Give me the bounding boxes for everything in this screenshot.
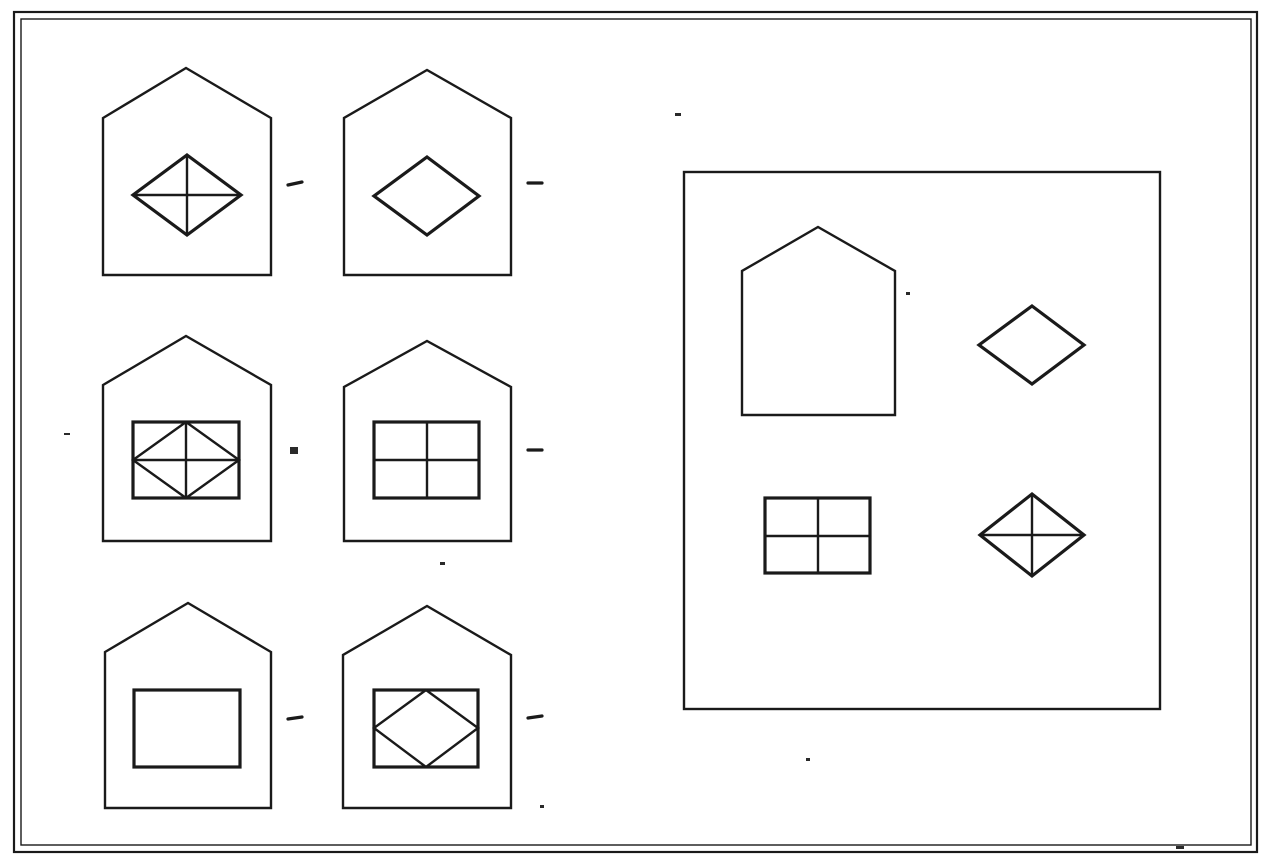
inner-frame-line	[21, 19, 1251, 845]
card-rectangle-diamond	[343, 606, 511, 808]
card-rectangle-diamond-cross	[103, 336, 271, 541]
card-diamond	[344, 70, 511, 275]
rectangle-shape	[374, 690, 478, 767]
speck	[806, 758, 810, 761]
right-panel-frame	[684, 172, 1160, 709]
part-house-outline	[742, 227, 895, 415]
part-rectangle-cross	[765, 498, 870, 573]
dot-mark	[290, 447, 298, 454]
inscribed-diamond	[374, 690, 478, 767]
house-outline	[742, 227, 895, 415]
dash-mark	[528, 716, 542, 718]
card-diamond-cross	[103, 68, 271, 275]
speck	[1176, 846, 1184, 849]
left-panel	[103, 68, 542, 808]
speck	[64, 433, 70, 435]
scan-specks	[64, 113, 1184, 849]
speck	[906, 292, 910, 295]
right-panel	[684, 172, 1160, 709]
part-diamond	[979, 306, 1084, 384]
dash-mark	[288, 182, 302, 185]
diamond-shape	[374, 157, 479, 235]
dash-mark	[288, 717, 302, 719]
card-outline	[343, 606, 511, 808]
card-outline	[344, 70, 511, 275]
card-rectangle	[105, 603, 271, 808]
side-marks	[288, 182, 542, 719]
card-rectangle-cross	[344, 341, 511, 541]
part-diamond-cross	[980, 494, 1084, 576]
rectangle-shape	[134, 690, 240, 767]
speck	[675, 113, 681, 116]
speck	[440, 562, 445, 565]
speck	[540, 805, 544, 808]
card-outline	[105, 603, 271, 808]
diamond-shape	[979, 306, 1084, 384]
